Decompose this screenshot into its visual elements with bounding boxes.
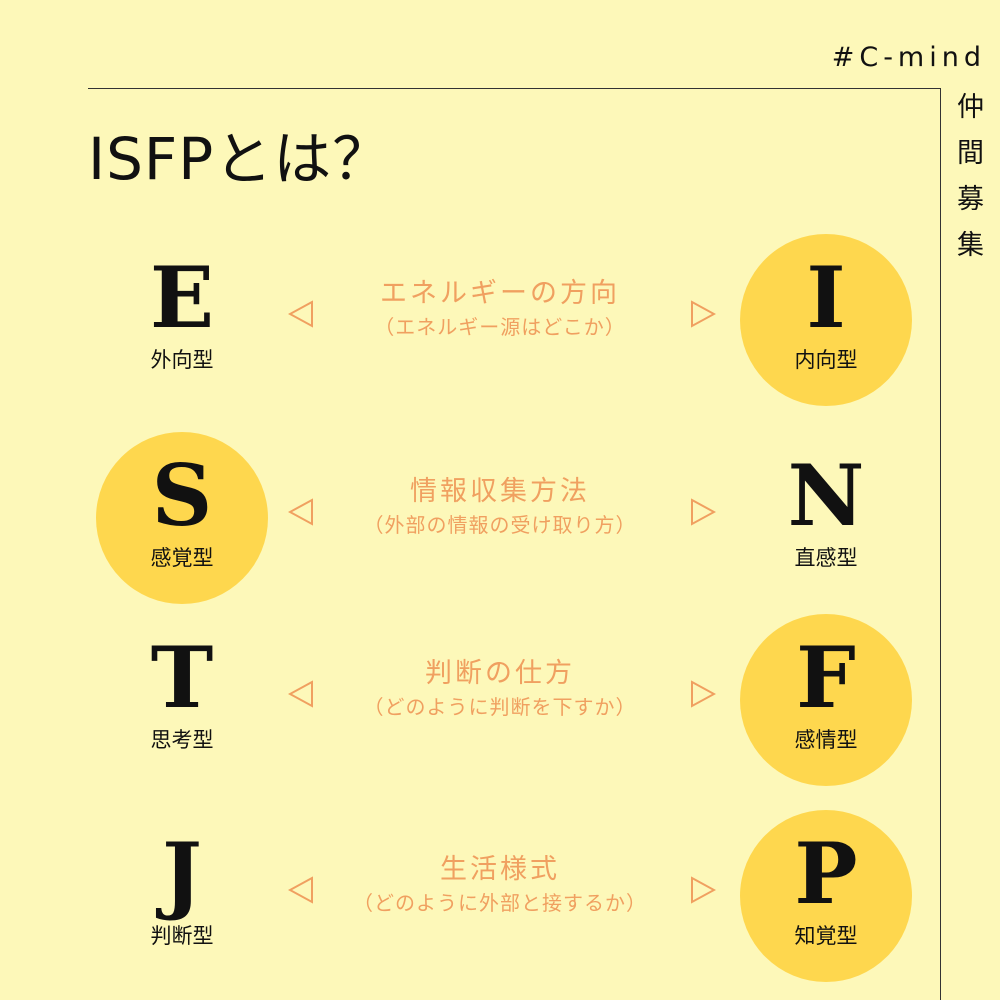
dimension-row-lifestyle: J 判断型 生活様式 （どのように外部と接するか） P 知覚型 (0, 810, 940, 1000)
pole-letter: J (162, 824, 202, 923)
dimension-label: 判断の仕方 (425, 658, 575, 689)
pole-type-label: 知覚型 (794, 924, 858, 948)
left-triangle-icon (288, 680, 313, 708)
right-triangle-icon (691, 876, 716, 904)
pole-letter: S (151, 446, 213, 545)
pole-right: N 直感型 (740, 432, 912, 604)
dimension-label-group: 判断の仕方 （どのように判断を下すか） (330, 656, 670, 722)
dimension-row-judgement: T 思考型 判断の仕方 （どのように判断を下すか） F 感情型 (0, 614, 940, 804)
dimension-row-energy: E 外向型 エネルギーの方向 （エネルギー源はどこか） I 内向型 (0, 234, 940, 424)
right-triangle-icon (691, 300, 716, 328)
pole-letter: P (794, 824, 858, 923)
right-triangle-icon (691, 680, 716, 708)
dimension-label-group: エネルギーの方向 （エネルギー源はどこか） (330, 276, 670, 342)
dimension-label: 生活様式 (440, 854, 560, 885)
pole-right-highlighted: F 感情型 (740, 614, 912, 786)
pole-left: T 思考型 (96, 614, 268, 786)
pole-left-highlighted: S 感覚型 (96, 432, 268, 604)
pole-letter: T (150, 628, 214, 727)
pole-letter: E (149, 248, 215, 347)
pole-type-label: 感覚型 (150, 546, 214, 570)
dimension-sublabel: （どのように外部と接するか） (353, 891, 647, 915)
pole-type-label: 内向型 (794, 348, 858, 372)
pole-left: E 外向型 (96, 234, 268, 406)
dimension-sublabel: （エネルギー源はどこか） (374, 315, 626, 339)
dimension-row-perception: S 感覚型 情報収集方法 （外部の情報の受け取り方） N 直感型 (0, 432, 940, 622)
pole-right-highlighted: P 知覚型 (740, 810, 912, 982)
page-title: ISFPとは？ (88, 125, 392, 193)
left-triangle-icon (288, 876, 313, 904)
frame-right-line (940, 88, 941, 1000)
pole-left: J 判断型 (96, 810, 268, 982)
pole-right-highlighted: I 内向型 (740, 234, 912, 406)
dimension-label-group: 生活様式 （どのように外部と接するか） (330, 852, 670, 918)
recruit-tagline: 仲間募集 (952, 92, 983, 276)
right-triangle-icon (691, 498, 716, 526)
dimension-label-group: 情報収集方法 （外部の情報の受け取り方） (330, 474, 670, 540)
dimension-label: エネルギーの方向 (380, 278, 620, 309)
left-triangle-icon (288, 300, 313, 328)
frame-top-line (88, 88, 941, 89)
dimension-sublabel: （どのように判断を下すか） (363, 695, 637, 719)
pole-type-label: 外向型 (150, 348, 214, 372)
pole-letter: N (787, 446, 865, 545)
pole-type-label: 判断型 (150, 924, 214, 948)
pole-type-label: 直感型 (794, 546, 858, 570)
brand-hashtag: #C-mind (831, 42, 986, 73)
left-triangle-icon (288, 498, 313, 526)
pole-letter: I (806, 248, 846, 347)
dimension-label: 情報収集方法 (410, 476, 590, 507)
pole-type-label: 感情型 (794, 728, 858, 752)
pole-type-label: 思考型 (150, 728, 214, 752)
dimension-sublabel: （外部の情報の受け取り方） (363, 513, 637, 537)
pole-letter: F (796, 628, 856, 727)
